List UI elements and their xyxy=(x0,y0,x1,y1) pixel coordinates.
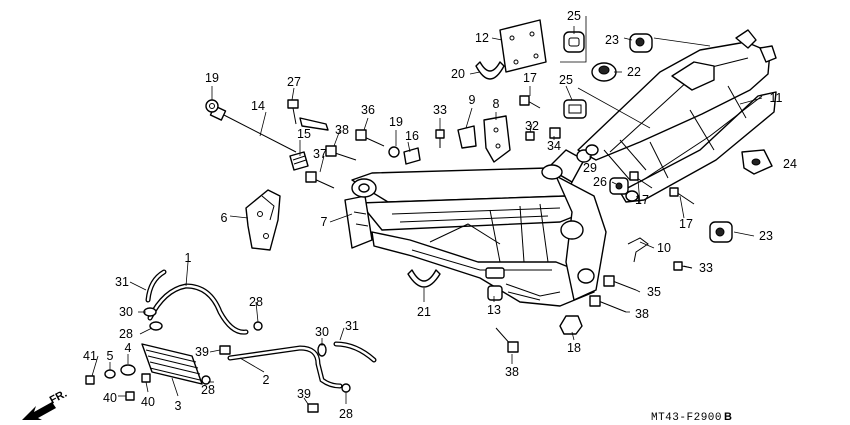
rear-subframe xyxy=(576,29,777,203)
callout-32: 32 xyxy=(525,119,539,133)
part-25-cushion-mid xyxy=(563,99,587,119)
callout-30a: 30 xyxy=(119,305,133,319)
callout-28c: 28 xyxy=(201,383,215,397)
callout-11: 11 xyxy=(770,91,783,105)
callout-4: 4 xyxy=(125,341,132,355)
callout-6: 6 xyxy=(221,211,228,225)
callout-28d: 28 xyxy=(339,407,353,421)
callout-39b: 39 xyxy=(297,387,311,401)
callout-17c: 17 xyxy=(679,217,693,231)
callout-28b: 28 xyxy=(249,295,263,309)
main-frame xyxy=(344,149,607,307)
part-24-cushion xyxy=(741,149,773,175)
callout-39a: 39 xyxy=(195,345,209,359)
callout-24: 24 xyxy=(783,157,797,171)
callout-labels: 1 2 3 4 5 6 7 8 9 10 11 12 13 14 15 16 1… xyxy=(48,9,797,424)
part-6-bracket xyxy=(245,189,281,251)
callout-25b: 25 xyxy=(559,73,573,87)
callout-1: 1 xyxy=(185,251,192,265)
part-23-cushion-bottom xyxy=(709,221,733,243)
callout-3: 3 xyxy=(175,399,182,413)
callout-25a: 25 xyxy=(567,9,581,23)
part-12-plate xyxy=(499,19,547,73)
callout-33b: 33 xyxy=(699,261,713,275)
callout-22: 22 xyxy=(627,65,641,79)
callout-14: 14 xyxy=(251,99,265,113)
callout-13: 13 xyxy=(487,303,501,317)
callout-2: 2 xyxy=(263,373,270,387)
callout-38c: 38 xyxy=(505,365,519,379)
callout-8: 8 xyxy=(493,97,500,111)
callout-21: 21 xyxy=(417,305,431,319)
diagram-code-suffix: B xyxy=(724,411,732,423)
callout-17b: 17 xyxy=(635,193,649,207)
callout-29: 29 xyxy=(583,161,597,175)
callout-38a: 38 xyxy=(335,123,349,137)
callout-31b: 31 xyxy=(345,319,359,333)
part-23-cushion-top xyxy=(629,33,653,53)
callout-5: 5 xyxy=(107,349,114,363)
front-direction-label: FR. xyxy=(48,388,69,407)
callout-37: 37 xyxy=(313,147,327,161)
callout-23b: 23 xyxy=(759,229,773,243)
callout-20: 20 xyxy=(451,67,465,81)
front-direction-arrow xyxy=(22,402,56,420)
leader-lines xyxy=(91,16,763,405)
callout-19a: 19 xyxy=(205,71,219,85)
callout-12: 12 xyxy=(475,31,489,45)
callout-41: 41 xyxy=(83,349,97,363)
part-26-cushion xyxy=(609,177,629,195)
callout-38b: 38 xyxy=(635,307,649,321)
diagram-code: MT43-F2900 xyxy=(651,412,722,424)
callout-19b: 19 xyxy=(389,115,403,129)
callout-9: 9 xyxy=(469,93,476,107)
part-29-collar xyxy=(585,144,599,156)
part-22-rubber xyxy=(591,62,617,82)
callout-10: 10 xyxy=(657,241,671,255)
callout-16: 16 xyxy=(405,129,419,143)
callout-34: 34 xyxy=(547,139,561,153)
callout-33a: 33 xyxy=(433,103,447,117)
callout-7: 7 xyxy=(321,215,328,229)
callout-17a: 17 xyxy=(523,71,537,85)
callout-28a: 28 xyxy=(119,327,133,341)
bolts xyxy=(205,95,695,353)
callout-27: 27 xyxy=(287,75,301,89)
callout-35: 35 xyxy=(647,285,661,299)
callout-15: 15 xyxy=(297,127,311,141)
callout-40a: 40 xyxy=(103,391,117,405)
part-20-band xyxy=(475,61,505,80)
callout-26: 26 xyxy=(593,175,607,189)
callout-30b: 30 xyxy=(315,325,329,339)
callout-18: 18 xyxy=(567,341,581,355)
callout-40b: 40 xyxy=(141,395,155,409)
callout-36: 36 xyxy=(361,103,375,117)
callout-23a: 23 xyxy=(605,33,619,47)
callout-31a: 31 xyxy=(115,275,129,289)
part-25-cushion-top xyxy=(563,31,585,53)
